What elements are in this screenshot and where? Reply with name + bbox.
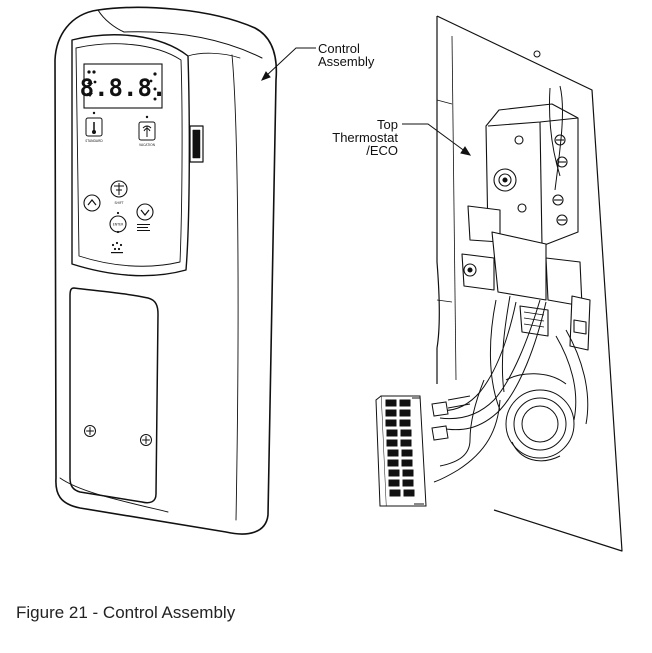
control-assembly-callout-arrow — [260, 47, 316, 81]
up-arrow-button[interactable] — [83, 194, 101, 212]
led-display: 8.8.8. — [80, 63, 167, 109]
control-panel: 8.8.8. STANDARD — [80, 63, 167, 254]
thermostat-callout-arrow — [402, 123, 472, 156]
control-assembly-label: Control Assembly — [318, 42, 374, 68]
chevron-up-icon — [87, 199, 97, 206]
standard-button[interactable]: STANDARD — [85, 111, 103, 143]
svg-text:8.8.8.: 8.8.8. — [80, 74, 167, 102]
figure-caption: Figure 21 - Control Assembly — [16, 603, 236, 622]
top-thermostat-eco — [461, 103, 591, 351]
shift-button[interactable]: SHIFT — [110, 180, 128, 205]
chevron-down-icon — [140, 209, 150, 216]
svg-text:VACATION: VACATION — [139, 143, 156, 147]
vacation-button[interactable]: VACATION — [138, 115, 156, 147]
control-assembly-cover — [54, 6, 278, 535]
terminal-block — [375, 395, 427, 507]
control-assembly-label-line1: Control — [318, 41, 360, 56]
wiring-harness — [431, 85, 589, 483]
svg-text:SHIFT: SHIFT — [114, 201, 123, 205]
svg-text:STANDARD: STANDARD — [85, 139, 103, 143]
svg-text:ENTER: ENTER — [113, 223, 124, 227]
control-assembly-label-line2: Assembly — [318, 54, 375, 69]
heater-wall-panel — [436, 15, 623, 552]
thermostat-label-line3: /ECO — [366, 143, 398, 158]
down-arrow-button[interactable] — [136, 203, 154, 221]
enter-button[interactable]: ENTER — [109, 211, 127, 234]
thermostat-label-line1: Top — [377, 117, 398, 132]
control-assembly-figure: 8.8.8. STANDARD — [54, 6, 623, 552]
top-thermostat-eco-label: Top Thermostat /ECO — [310, 118, 398, 157]
brand-logo — [111, 241, 123, 254]
thermostat-label-line2: Thermostat — [332, 130, 398, 145]
palm-tree-icon — [142, 125, 152, 137]
